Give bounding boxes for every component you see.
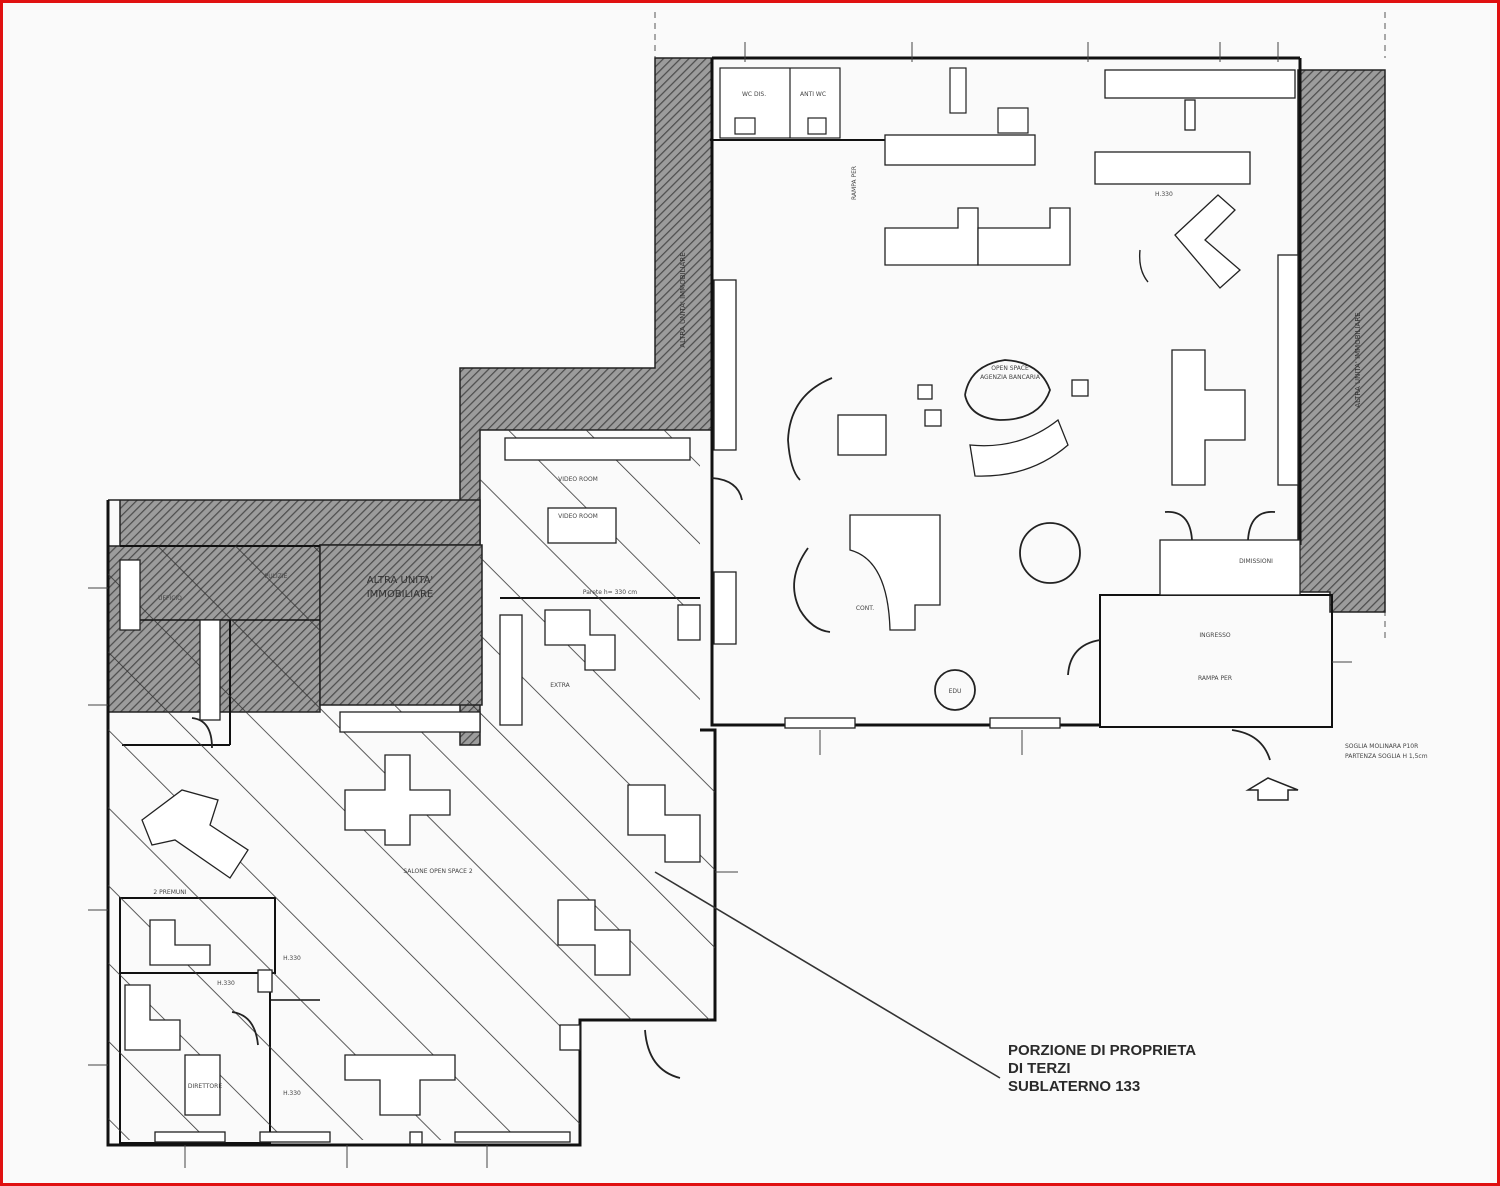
- third-party-label-2: DI TERZI: [1008, 1060, 1071, 1077]
- other-unit-right-label: ALTRA UNITA' IMMOBILIARE: [1354, 312, 1362, 407]
- cons-label: CONT.: [856, 605, 874, 612]
- wc-dis-label: WC DIS.: [742, 91, 766, 98]
- open-space-label-1: OPEN SPACE: [991, 365, 1029, 372]
- video-room-label-1: VIDEO ROOM: [558, 476, 598, 483]
- entrance-arrow: [1245, 777, 1299, 801]
- third-party-label-1: PORZIONE DI PROPRIETA: [1008, 1042, 1196, 1059]
- video-room-label-2: VIDEO ROOM: [558, 513, 598, 520]
- other-unit-left-label: ALTRA UNITA' IMMOBILIARE: [679, 252, 687, 347]
- h330-top-label: H.330: [1155, 191, 1173, 198]
- direttore-label: DIRETTORE: [188, 1083, 222, 1090]
- open-space-label-2: AGENZIA BANCARIA: [980, 374, 1041, 381]
- anti-wc-label: ANTI WC: [800, 91, 826, 98]
- h330-label-a: H.330: [283, 955, 301, 962]
- boundary-dashes: [654, 12, 1386, 640]
- other-unit-center-line1: ALTRA UNITA': [367, 575, 433, 586]
- parete-label: Parete h= 330 cm: [583, 589, 637, 596]
- wc-fixtures: [719, 67, 1029, 139]
- ingresso-label: INGRESSO: [1199, 632, 1230, 639]
- other-unit-center-line2: IMMOBILIARE: [367, 589, 434, 600]
- third-party-label-3: SUBLATERNO 133: [1008, 1078, 1140, 1095]
- soglia-label-1: SOGLIA MOLINARA P10R: [1345, 743, 1418, 750]
- edu-label: EDU: [949, 688, 962, 695]
- ufficio-label: UFFICIO: [158, 595, 182, 602]
- rampa-top-label: RAMPA PER: [851, 166, 858, 200]
- rampa-ingresso-label: RAMPA PER: [1198, 675, 1232, 682]
- furniture: [119, 69, 1301, 1145]
- extra-label: EXTRA: [550, 682, 570, 689]
- dimension-marks: [88, 42, 1352, 1168]
- salone-label: SALONE OPEN SPACE 2: [403, 868, 473, 875]
- arcs: [191, 249, 1276, 1079]
- leader-line: [654, 871, 1001, 1079]
- primari-label: 2 PREMUNI: [153, 889, 186, 896]
- dimissioni-label: DIMISSIONI: [1239, 558, 1273, 565]
- h330-label-c: H.330: [283, 1090, 301, 1097]
- h330-label-b: H.330: [217, 980, 235, 987]
- soglia-label-2: PARTENZA SOGLIA H 1,5cm: [1345, 753, 1428, 760]
- pulizie-label: PULIZIE: [265, 573, 288, 580]
